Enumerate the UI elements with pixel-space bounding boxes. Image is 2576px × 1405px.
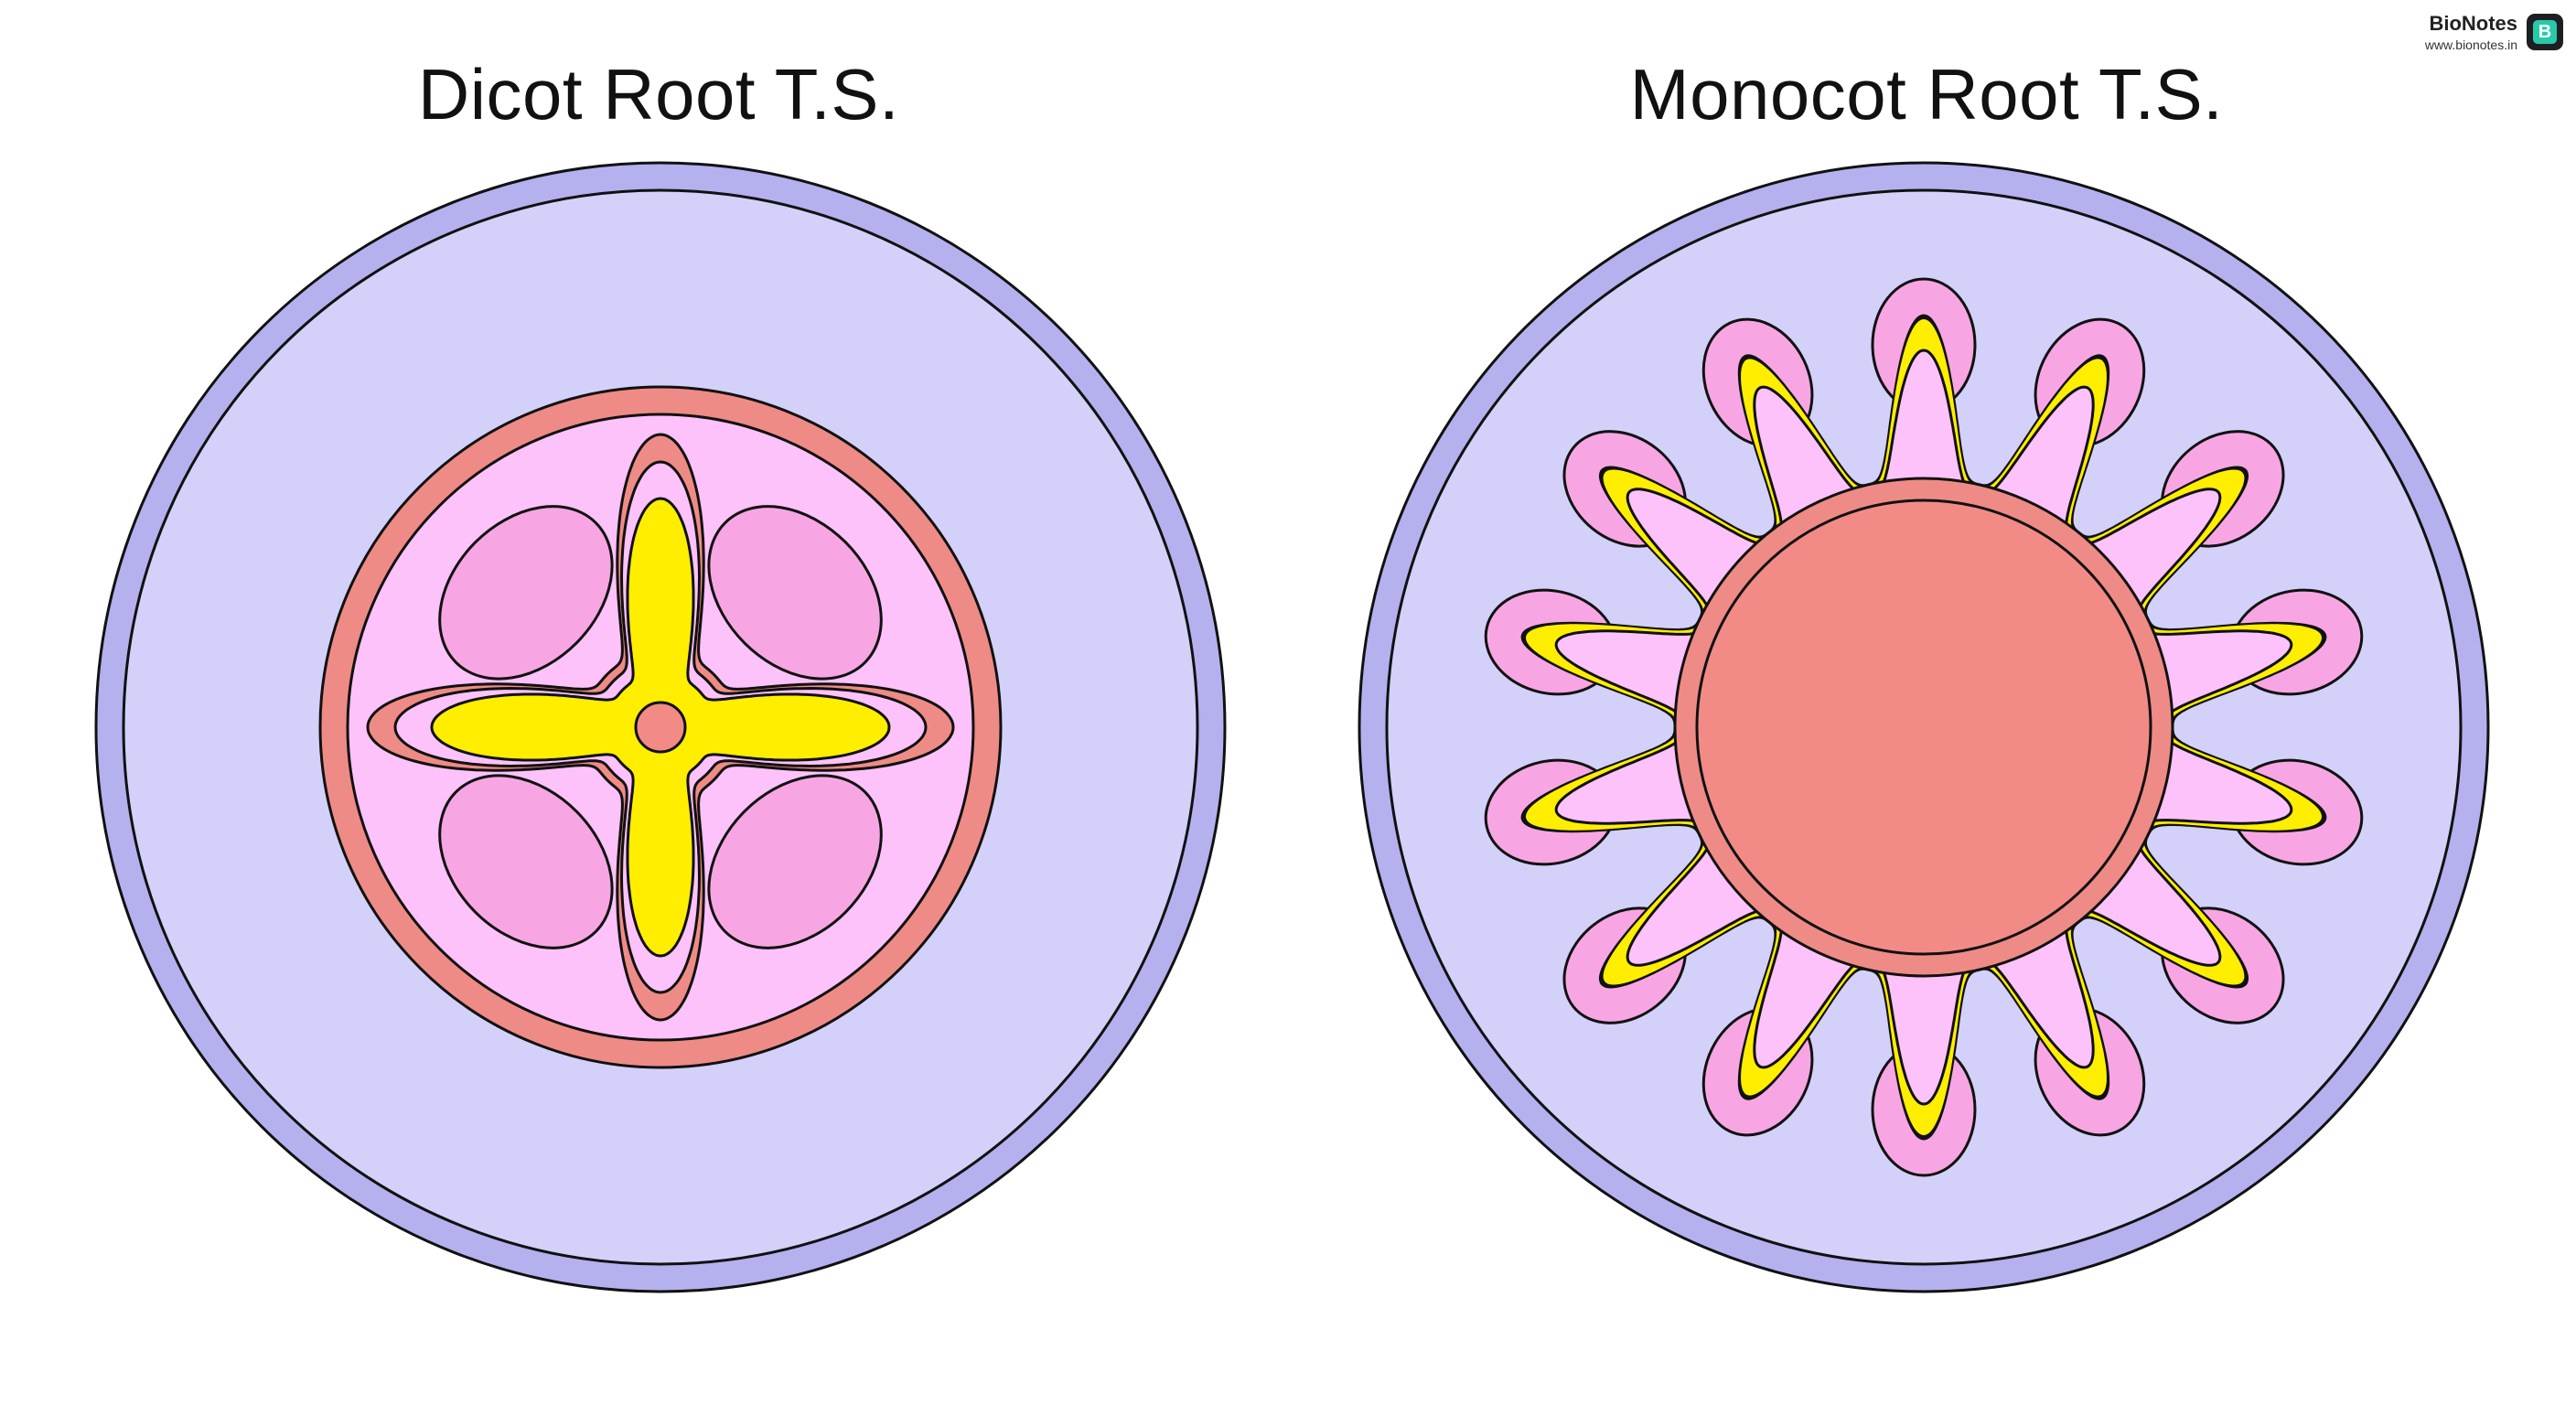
brand-name: BioNotes — [2429, 11, 2517, 35]
monocot-root-section — [1358, 161, 2490, 1293]
brand-url: www.bionotes.in — [2424, 37, 2517, 52]
monocot-title: Monocot Root T.S. — [1629, 54, 2224, 134]
dicot-phloem-patch — [707, 505, 883, 681]
bionotes-logo-icon: B — [2527, 14, 2563, 50]
brand-badge: BioNotes www.bionotes.in B — [2425, 11, 2563, 53]
dicot-phloem-patch — [438, 774, 614, 949]
monocot-pith — [1695, 499, 2152, 956]
dicot-phloem-patch — [707, 774, 883, 949]
dicot-root-section — [94, 161, 1227, 1293]
dicot-pith — [634, 701, 687, 754]
dicot-phloem-patch — [438, 505, 614, 681]
brand-text: BioNotes www.bionotes.in — [2424, 11, 2517, 52]
logo-letter: B — [2533, 20, 2557, 44]
dicot-title: Dicot Root T.S. — [417, 54, 900, 134]
